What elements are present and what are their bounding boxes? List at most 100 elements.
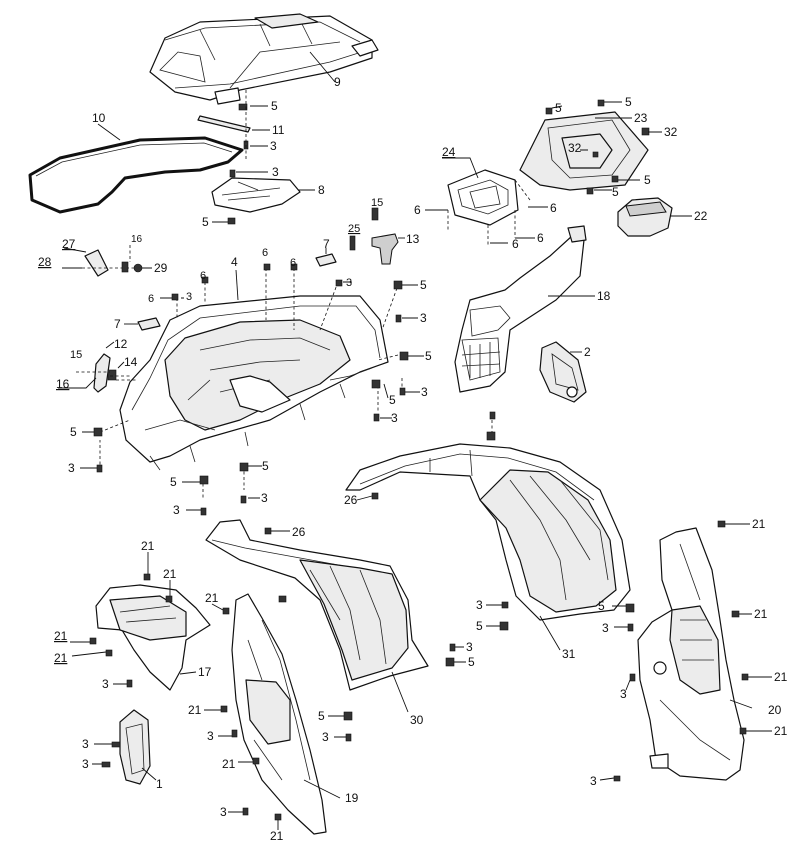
bolt-3-near-8 <box>229 169 236 178</box>
callout-3: 3 <box>620 687 627 701</box>
callout-5: 5 <box>318 709 325 723</box>
callout-6: 6 <box>290 257 296 269</box>
callout-3: 3 <box>68 461 75 475</box>
callout-5: 5 <box>598 599 605 613</box>
callout-21: 21 <box>163 567 177 581</box>
callout-15: 15 <box>371 197 383 209</box>
callout-3: 3 <box>270 139 277 153</box>
callout-3: 3 <box>82 757 89 771</box>
callout-3: 3 <box>602 621 609 635</box>
fasteners-31 <box>486 601 635 632</box>
callout-27: 27 <box>62 237 76 251</box>
callout-32: 32 <box>664 125 678 139</box>
callout-21: 21 <box>270 829 284 843</box>
part-25-15-small-fasteners <box>349 207 379 251</box>
callout-labels: 9 5 11 3 10 3 8 5 24 6 6 6 6 5 5 23 32 3… <box>38 75 788 843</box>
part-4-front-body <box>119 269 389 471</box>
callout-7: 7 <box>114 317 121 331</box>
callout-5: 5 <box>170 475 177 489</box>
fasteners-center <box>486 411 496 441</box>
callout-28: 28 <box>38 255 52 269</box>
callout-1: 1 <box>156 777 163 791</box>
callout-16: 16 <box>56 377 70 391</box>
part-24-bracket <box>447 169 531 245</box>
callout-21: 21 <box>205 591 219 605</box>
callout-5: 5 <box>425 349 432 363</box>
fasteners-30 <box>328 643 466 742</box>
part-9-rear-rack <box>149 13 379 105</box>
callout-6: 6 <box>200 270 206 282</box>
callout-5: 5 <box>644 173 651 187</box>
callout-17: 17 <box>198 665 212 679</box>
callout-21: 21 <box>752 517 766 531</box>
leader-9 <box>309 51 336 83</box>
callout-12: 12 <box>114 337 128 351</box>
callout-26: 26 <box>344 493 358 507</box>
callout-6: 6 <box>148 293 154 305</box>
part-8-cover-plate <box>211 177 301 225</box>
callout-6: 6 <box>550 201 557 215</box>
part-2-bracket-plate <box>539 341 587 403</box>
callout-3: 3 <box>173 503 180 517</box>
callout-21: 21 <box>188 703 202 717</box>
callout-16: 16 <box>131 234 143 245</box>
callout-21: 21 <box>54 651 68 665</box>
callout-30: 30 <box>410 713 424 727</box>
part-12-handle-mount <box>58 341 132 393</box>
callout-3: 3 <box>82 737 89 751</box>
part-10-seal-strip <box>28 136 244 214</box>
callout-21: 21 <box>54 629 68 643</box>
callout-21: 21 <box>754 607 768 621</box>
callout-5: 5 <box>476 619 483 633</box>
callout-26: 26 <box>292 525 306 539</box>
callout-5: 5 <box>202 215 209 229</box>
part-31-rear-fender <box>345 443 631 621</box>
callout-5: 5 <box>389 393 396 407</box>
callout-3: 3 <box>590 774 597 788</box>
part-17-mudguard <box>89 573 211 691</box>
callout-3: 3 <box>420 311 427 325</box>
callout-14: 14 <box>124 355 138 369</box>
part-4-fastener-leaders <box>80 263 424 516</box>
callout-5: 5 <box>625 95 632 109</box>
callout-24: 24 <box>442 145 456 159</box>
part-30-rear-fender <box>205 519 429 691</box>
callout-3: 3 <box>466 640 473 654</box>
part-18-side-panel <box>454 225 587 393</box>
callout-11: 11 <box>272 123 285 137</box>
callout-5: 5 <box>70 425 77 439</box>
callout-3: 3 <box>391 411 398 425</box>
callout-25: 25 <box>348 223 360 235</box>
callout-3: 3 <box>346 277 352 289</box>
callout-5: 5 <box>612 185 619 199</box>
callout-21: 21 <box>774 670 788 684</box>
part-7-cap-left <box>124 317 161 331</box>
callout-3: 3 <box>186 291 192 303</box>
part-27-reflector <box>62 245 152 277</box>
callout-3: 3 <box>272 165 279 179</box>
callout-6: 6 <box>262 247 268 259</box>
callout-3: 3 <box>476 598 483 612</box>
callout-31: 31 <box>562 647 576 661</box>
callout-5: 5 <box>271 99 278 113</box>
callout-5: 5 <box>420 278 427 292</box>
callout-7: 7 <box>323 237 330 251</box>
callout-3: 3 <box>322 730 329 744</box>
callout-3: 3 <box>220 805 227 819</box>
callout-29: 29 <box>154 261 168 275</box>
callout-23: 23 <box>634 111 648 125</box>
callout-3: 3 <box>421 385 428 399</box>
part-13-latch <box>371 233 405 265</box>
callout-3: 3 <box>261 491 268 505</box>
leader-10 <box>97 123 121 141</box>
callout-21: 21 <box>141 539 155 553</box>
callout-13: 13 <box>406 232 420 246</box>
callout-10: 10 <box>92 111 106 125</box>
part-23-console <box>519 99 650 195</box>
callout-32: 32 <box>568 141 582 155</box>
callout-21: 21 <box>774 724 788 738</box>
callout-6: 6 <box>537 231 544 245</box>
callout-9: 9 <box>334 75 341 89</box>
callout-15: 15 <box>70 349 82 361</box>
